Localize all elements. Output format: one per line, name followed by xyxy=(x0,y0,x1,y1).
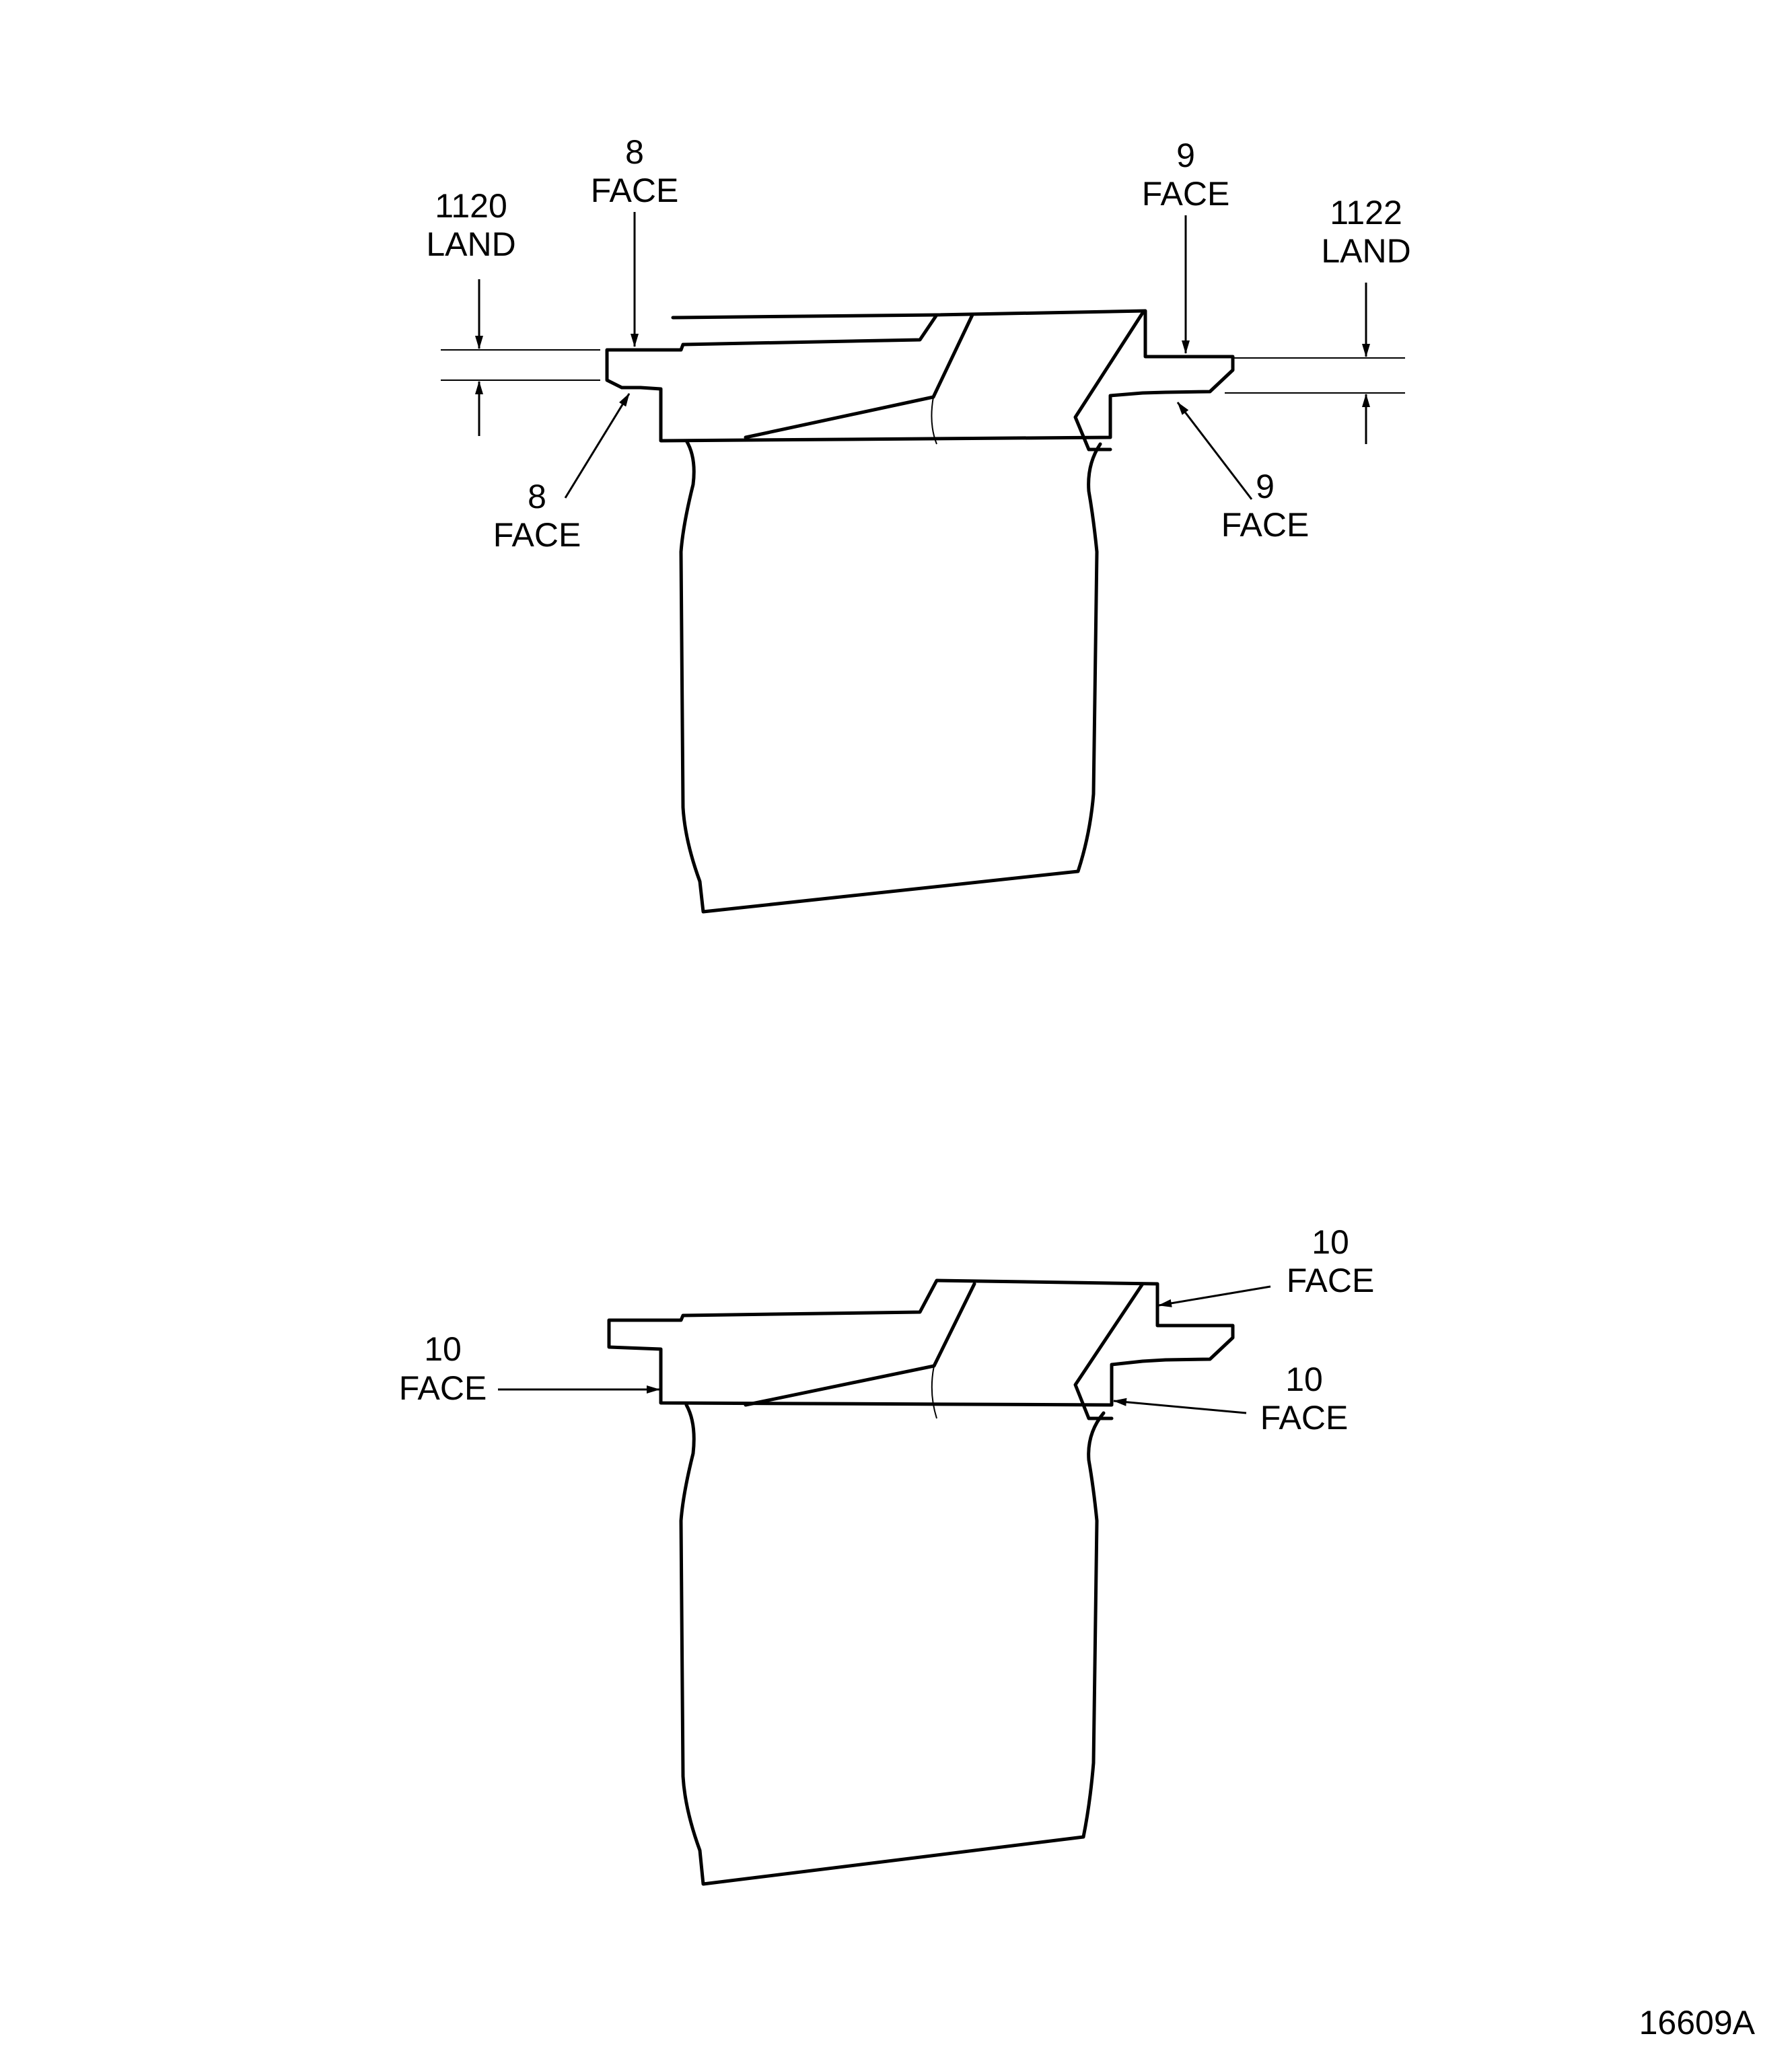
bot-face10-lower-right-leader xyxy=(1113,1398,1247,1414)
bot-face10-upper-right-word: FACE xyxy=(1287,1262,1375,1299)
bot-face10-upper-right-num: 10 xyxy=(1312,1223,1349,1261)
top-platform-rail-left xyxy=(671,313,939,320)
top-left-land-dimension xyxy=(441,279,600,436)
bottom-airfoil-outline xyxy=(679,1403,1106,1886)
bottom-shroud-slant-right xyxy=(1073,1282,1145,1420)
top-face9-upper-word: FACE xyxy=(1142,175,1230,213)
top-land-right-word: LAND xyxy=(1321,232,1410,270)
top-land-left-num: 1120 xyxy=(435,187,507,225)
top-shroud-slant-left xyxy=(744,313,974,439)
top-face9-lower-num: 9 xyxy=(1256,468,1275,505)
bot-face10-upper-right-leader xyxy=(1158,1285,1271,1307)
bot-face10-left-num: 10 xyxy=(424,1330,462,1368)
top-face9-lower-word: FACE xyxy=(1221,506,1310,544)
top-face8-lower-num: 8 xyxy=(528,478,546,515)
top-face9-upper-num: 9 xyxy=(1176,137,1195,174)
top-airfoil-outline xyxy=(679,439,1102,914)
bottom-shroud-slant-left xyxy=(744,1282,976,1407)
top-face8-lower-leader xyxy=(564,393,631,499)
top-face8-upper-word: FACE xyxy=(591,172,679,209)
bottom-blade-view xyxy=(607,1278,1235,1886)
top-face9-lower-leader xyxy=(1176,402,1253,500)
bot-face10-lower-right-word: FACE xyxy=(1260,1399,1349,1437)
figure-number: 16609A xyxy=(1639,2004,1756,2041)
top-platform-outline xyxy=(605,309,1235,443)
top-face8-upper-num: 8 xyxy=(625,133,644,171)
top-shroud-slant-right xyxy=(1073,311,1145,451)
top-land-left-word: LAND xyxy=(426,225,515,263)
top-face8-lower-word: FACE xyxy=(493,516,581,554)
bottom-shroud-curve xyxy=(931,1365,937,1419)
top-right-land-dimension xyxy=(1225,283,1405,444)
bot-face10-left-word: FACE xyxy=(399,1369,487,1407)
top-shroud-curve xyxy=(931,396,937,445)
top-land-right-num: 1122 xyxy=(1330,194,1402,231)
bot-face10-lower-right-num: 10 xyxy=(1285,1361,1323,1398)
bottom-platform-outline xyxy=(607,1278,1235,1407)
top-blade-view xyxy=(605,309,1235,914)
